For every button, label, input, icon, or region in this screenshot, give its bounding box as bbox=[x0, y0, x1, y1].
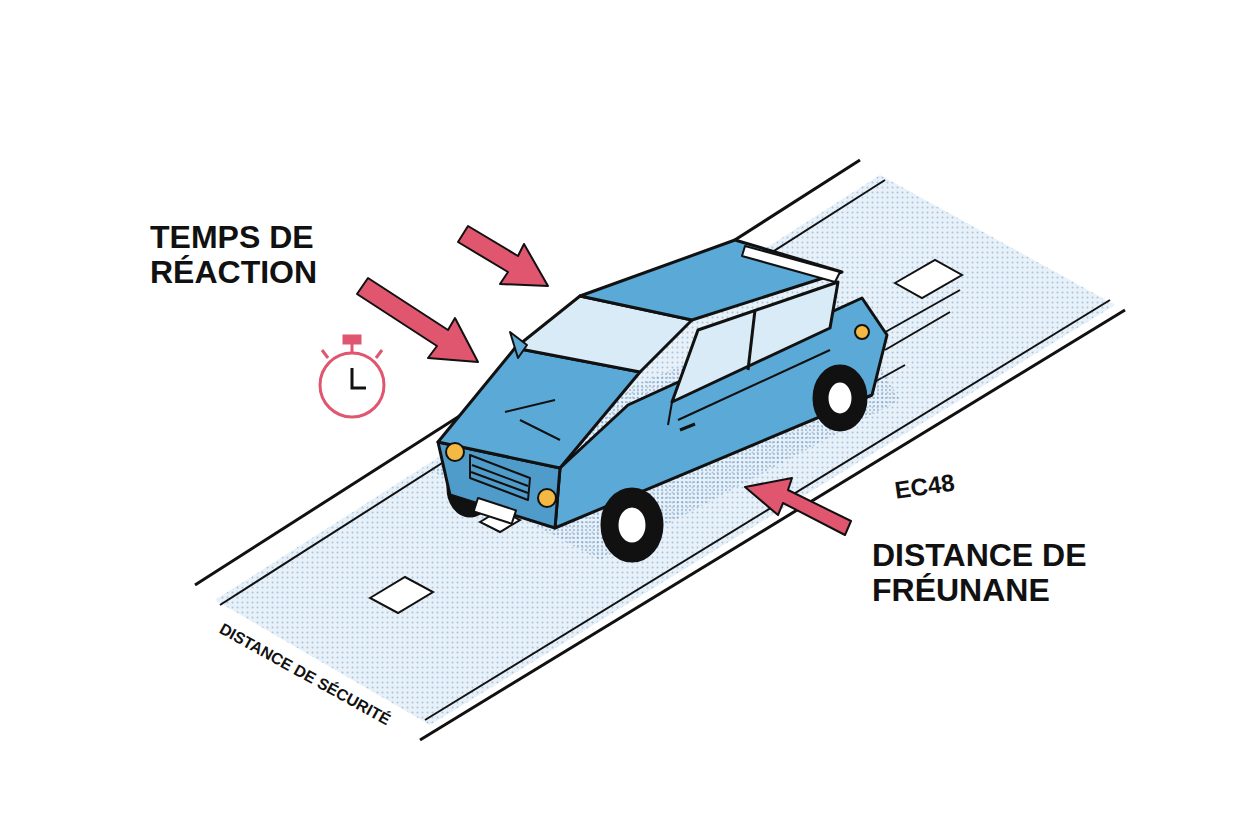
road bbox=[195, 160, 1125, 740]
reaction-time-label: TEMPS DE RÉACTION bbox=[150, 220, 365, 290]
pointer-arrows bbox=[357, 226, 851, 535]
car bbox=[438, 240, 887, 561]
stopwatch-icon bbox=[320, 336, 384, 417]
code-label: EC48 bbox=[893, 470, 956, 504]
braking-distance-label: DISTANCE DE FRÉUNANE bbox=[872, 538, 1132, 608]
